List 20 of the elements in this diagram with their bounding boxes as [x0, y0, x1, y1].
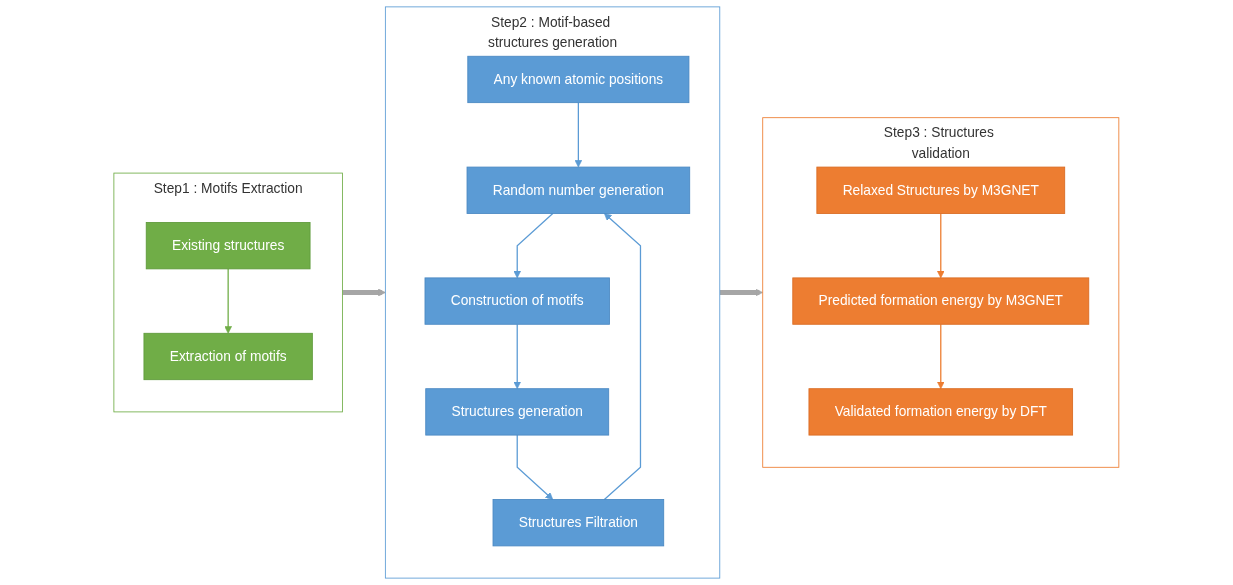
- node-box: Structures generation: [425, 388, 610, 436]
- arrow: [342, 288, 386, 297]
- arrow: [513, 212, 554, 279]
- node-box: Structures Filtration: [492, 499, 665, 547]
- arrow: [224, 268, 233, 334]
- node-box: Relaxed Structures by M3GNET: [816, 166, 1066, 214]
- node-box: Random number generation: [466, 166, 691, 214]
- arrow: [937, 323, 945, 390]
- arrow: [603, 213, 642, 501]
- node-box: Validated formation energy by DFT: [808, 388, 1074, 436]
- node-box: Predicted formation energy by M3GNET: [792, 277, 1090, 325]
- node-box: Any known atomic positions: [467, 55, 690, 104]
- arrow: [574, 102, 583, 168]
- arrow: [513, 323, 522, 390]
- arrow: [719, 288, 764, 297]
- node-box: Construction of motifs: [424, 277, 610, 325]
- node-box: Extraction of motifs: [143, 332, 313, 381]
- arrow: [937, 212, 945, 279]
- arrow: [516, 434, 554, 500]
- node-box: Existing structures: [145, 222, 311, 270]
